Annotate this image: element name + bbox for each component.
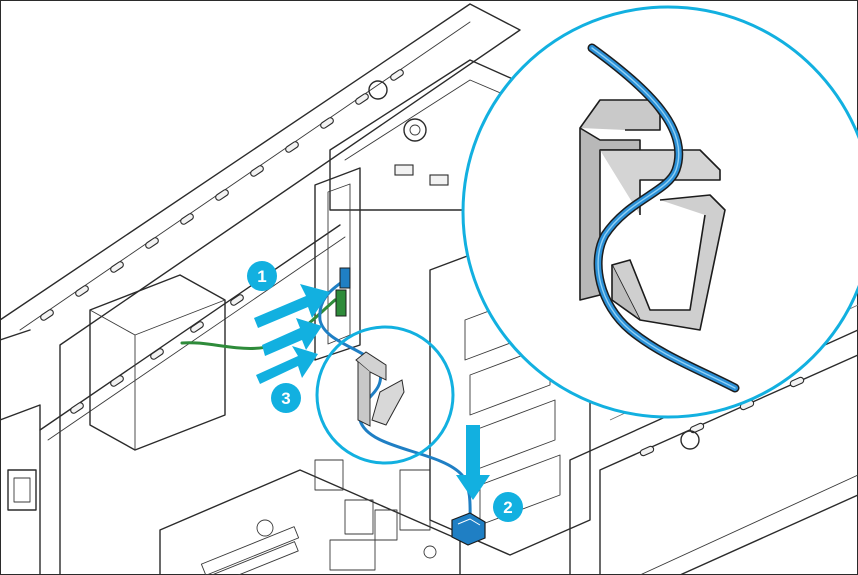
rail-slot [639, 445, 655, 457]
rail-slot [250, 165, 264, 177]
callout-step-3: 3 [271, 383, 301, 413]
rail-slot [70, 402, 84, 414]
sata-plug [451, 512, 486, 546]
callout-1-label: 1 [257, 267, 266, 286]
inner-rail-slots [70, 294, 244, 414]
callout-step-1: 1 [247, 261, 277, 291]
rail-slot [789, 376, 805, 388]
rail-slot [285, 141, 299, 153]
large-clip-shelf [600, 149, 721, 215]
green-connector [335, 289, 347, 317]
rail-slot [40, 309, 54, 321]
mb-standoff [256, 519, 274, 537]
chassis-floor [679, 494, 858, 575]
chassis-left-edge [0, 329, 31, 341]
arrow-1-shape [254, 284, 330, 328]
drive-cage-latch [429, 174, 449, 186]
rail-slot [110, 375, 124, 387]
callout-2-label: 2 [503, 498, 512, 517]
drive-cage-screw-inner [409, 124, 421, 136]
callout-3-badge [271, 383, 301, 413]
motherboard-edge [159, 469, 461, 575]
callout-2-badge [493, 492, 523, 522]
power-socket-inner [13, 477, 31, 503]
drive-cage-latch [394, 164, 414, 176]
rail-slot [215, 189, 229, 201]
chassis-bottom-right [639, 474, 858, 575]
drive-cage-screw [403, 118, 427, 142]
rail-slot [190, 321, 204, 333]
power-socket [7, 469, 37, 511]
callout-1-badge [247, 261, 277, 291]
rail-slot [150, 348, 164, 360]
right-rail-slots [639, 376, 805, 457]
rail-slot [110, 261, 124, 273]
motherboard-components [200, 459, 437, 575]
arrow-down-shape [456, 425, 490, 500]
small-cable-clip [355, 351, 405, 427]
large-cable-highlight [591, 47, 736, 389]
mb-component [374, 509, 398, 541]
clip-back [357, 362, 371, 427]
clip-front [371, 379, 405, 426]
rail-slot [355, 93, 369, 105]
arrow-3-shape [256, 346, 318, 384]
fan-hub [680, 430, 700, 450]
arrow-down-2 [456, 425, 490, 500]
callout-step-2: 2 [493, 492, 523, 522]
chassis [0, 3, 858, 575]
power-supply [89, 274, 226, 451]
drive-cage-screw [368, 80, 388, 100]
callout-3-label: 3 [281, 389, 290, 408]
detail-magnifier-large [461, 5, 858, 419]
chassis-left-rail [0, 3, 521, 575]
chassis-right-rail-inner [599, 354, 858, 575]
rail-slot [145, 237, 159, 249]
large-clip-base [611, 265, 641, 321]
blue-drive-connector [339, 267, 351, 289]
rail-slot [75, 285, 89, 297]
rail-slot [180, 213, 194, 225]
sata-plug-highlight [457, 518, 481, 526]
chassis-rail-slots [40, 69, 404, 321]
arrow-insert-1 [254, 284, 330, 356]
memory-slot [200, 526, 300, 575]
mb-standoff [423, 545, 437, 559]
clip-top [355, 351, 387, 381]
mb-component [329, 539, 376, 571]
magnifier-large-ring [461, 5, 858, 419]
arrow-insert-3 [256, 346, 318, 384]
rear-panel-edge [0, 404, 41, 575]
mb-component [314, 459, 344, 491]
arrow-2-shape [262, 318, 322, 356]
memory-slot [201, 541, 299, 575]
blue-board-connector [451, 512, 486, 546]
rail-slot [320, 117, 334, 129]
rail-slot [230, 294, 244, 306]
mb-component [344, 499, 374, 535]
rail-slot [390, 69, 404, 81]
expansion-card [479, 454, 561, 526]
chassis-inner-rail-edge [47, 236, 346, 441]
detail-magnifier-small [315, 325, 455, 465]
